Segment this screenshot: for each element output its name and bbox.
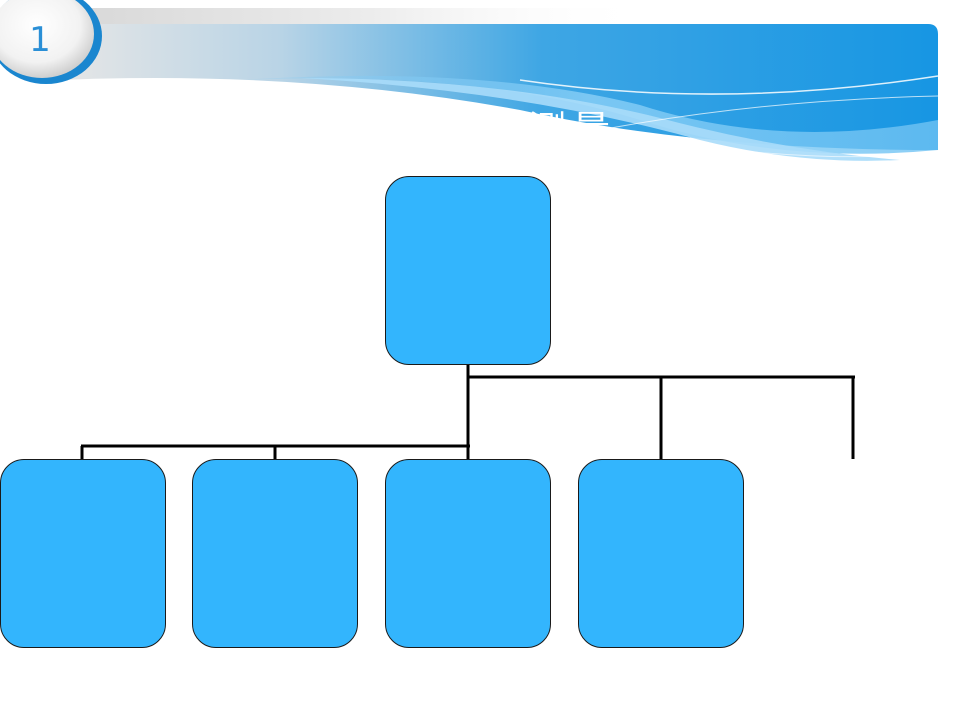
slide-title: 体测量 xyxy=(483,108,616,152)
banner-wave xyxy=(240,75,938,154)
org-node-child-3 xyxy=(385,459,551,648)
org-node-child-2 xyxy=(192,459,358,648)
banner-line xyxy=(599,95,939,131)
org-node-child-4 xyxy=(578,459,744,648)
banner-line xyxy=(639,139,881,158)
slide-number: 1 xyxy=(29,20,51,60)
banner-top-strip xyxy=(90,8,650,24)
org-node-root xyxy=(385,176,551,365)
number-circle xyxy=(0,0,94,78)
banner-line xyxy=(519,75,939,95)
org-node-child-1 xyxy=(0,459,166,648)
header-banner xyxy=(0,0,939,161)
banner-wave-light xyxy=(300,78,900,161)
